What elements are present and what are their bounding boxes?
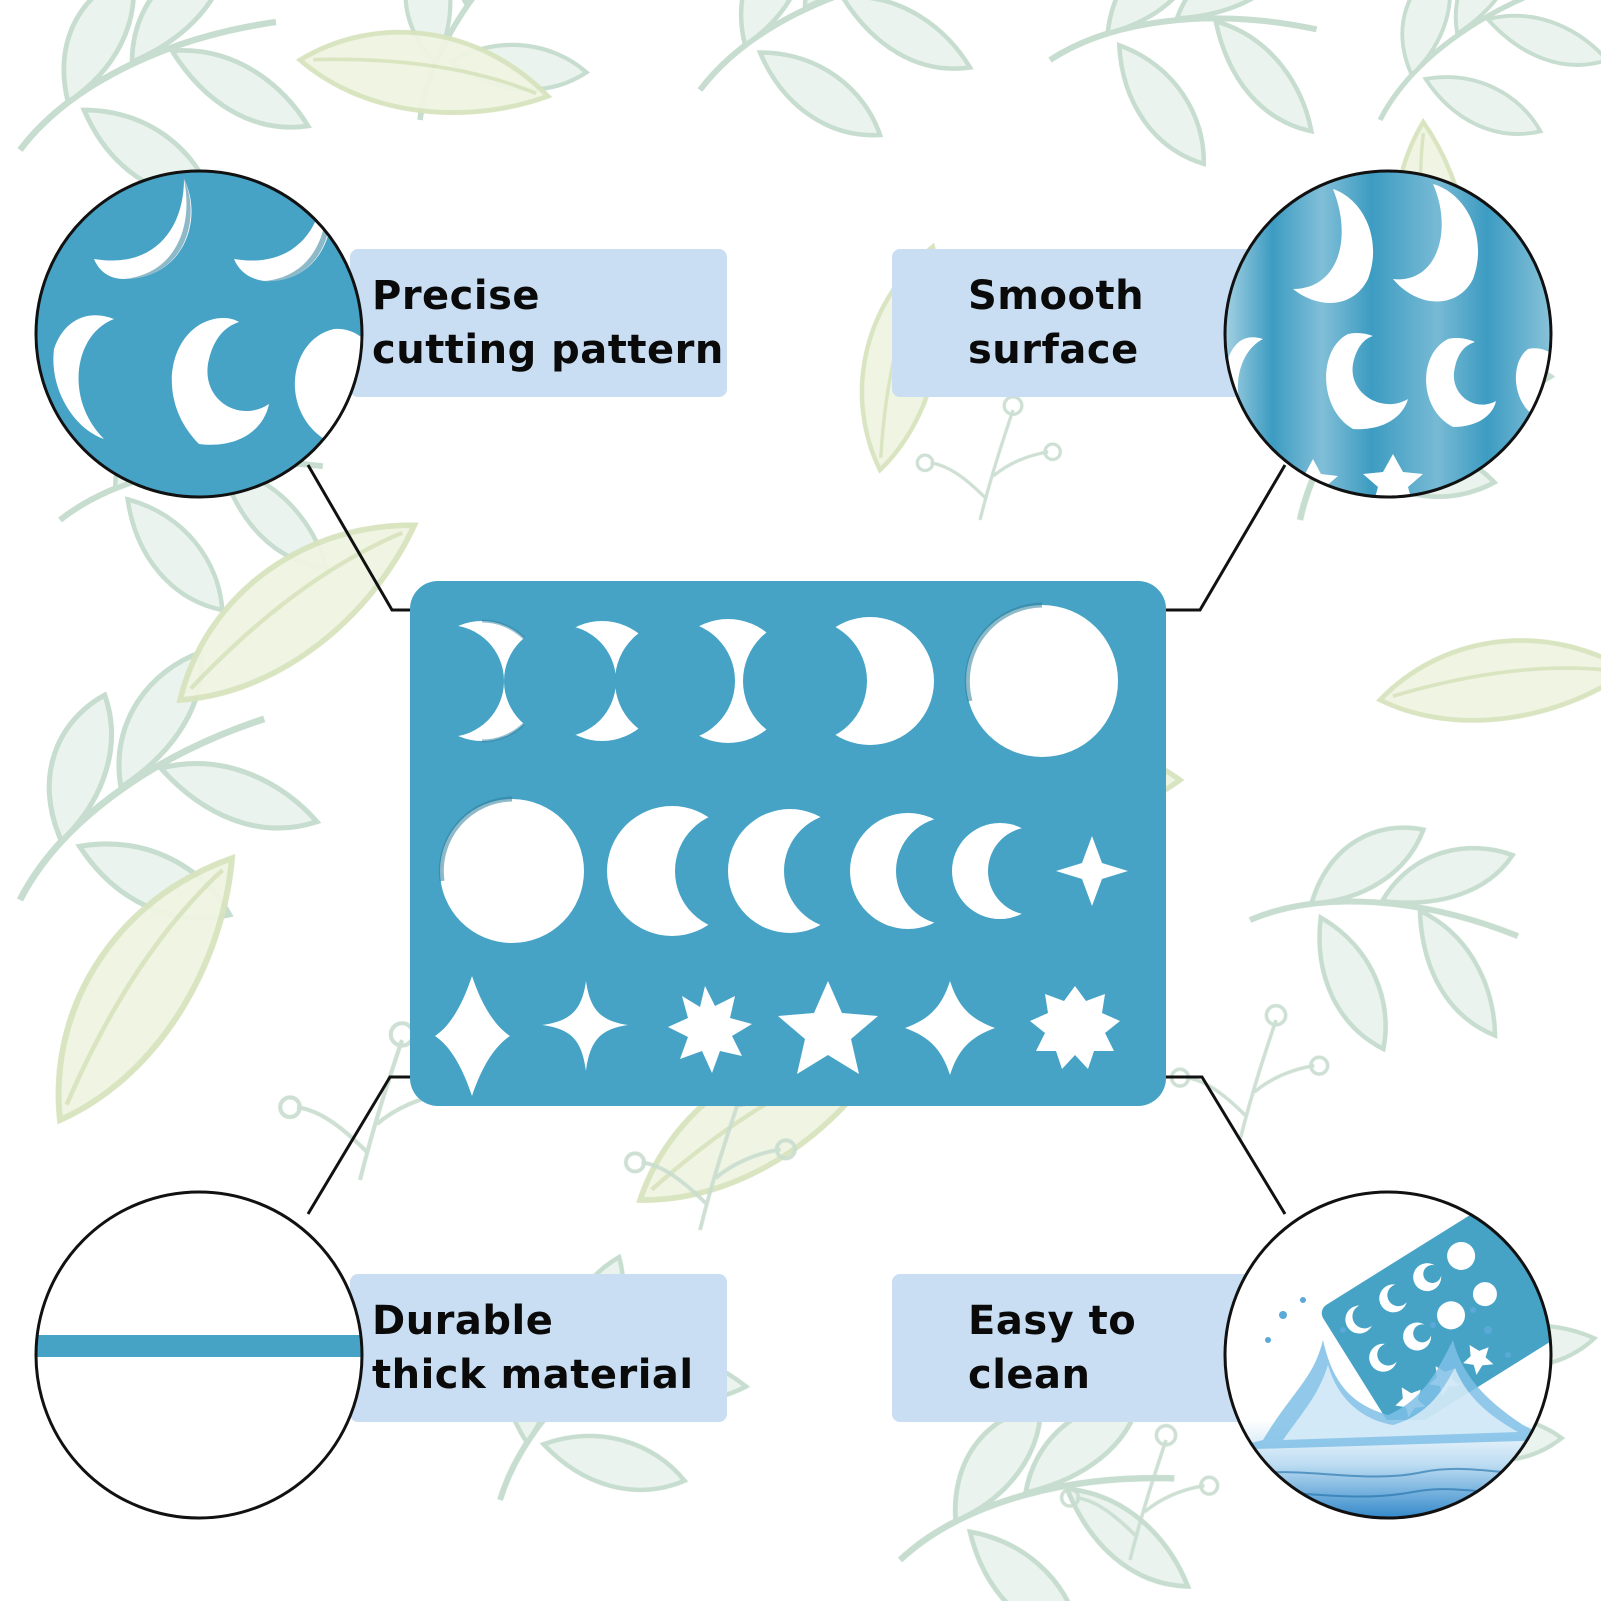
moon-gibbous-2-icon [743, 617, 934, 745]
glossy-moon-closeup-icon [1223, 169, 1553, 499]
feature-label-smooth: Smooth surface [892, 249, 1262, 397]
feature-text-smooth: Smooth surface [968, 269, 1144, 377]
feature-line: thick material [372, 1352, 694, 1398]
stencil-row-3 [435, 976, 1120, 1096]
four-point-star-2-icon [905, 981, 995, 1075]
moon-full-2-icon [438, 796, 584, 943]
stencil-water-splash-icon [1223, 1190, 1553, 1520]
feature-label-durable: Durable thick material [350, 1274, 727, 1422]
feature-line: Durable [372, 1298, 554, 1344]
connector-durable [306, 1075, 410, 1215]
connector-precise [306, 464, 410, 612]
feature-line: Smooth [968, 273, 1145, 319]
moon-phase-stencil [410, 581, 1166, 1106]
stencil-row-2 [438, 796, 1128, 943]
connector-smooth [1166, 464, 1287, 612]
crescent-moon-closeup-icon [34, 169, 364, 499]
feature-label-precise: Precise cutting pattern [350, 249, 727, 397]
material-thickness-cross-section-icon [34, 1190, 364, 1520]
starburst-icon [1030, 986, 1120, 1069]
diamond-star-icon [435, 976, 510, 1096]
feature-text-precise: Precise cutting pattern [372, 269, 724, 377]
five-point-star-icon [778, 981, 878, 1074]
feature-label-clean: Easy to clean [892, 1274, 1262, 1422]
moon-crescent-1-icon [410, 619, 544, 743]
feature-line: cutting pattern [372, 327, 724, 373]
four-point-star-1-icon [542, 981, 628, 1071]
connector-clean [1166, 1075, 1287, 1215]
feature-text-durable: Durable thick material [372, 1294, 694, 1402]
feature-text-clean: Easy to clean [968, 1294, 1136, 1402]
four-point-star-small-icon [1056, 836, 1128, 906]
moon-waning-4-icon [952, 823, 1076, 919]
moon-full-1-icon [964, 602, 1118, 757]
feature-line: clean [968, 1352, 1091, 1398]
stencil-row-1 [410, 602, 1118, 757]
feature-line: Precise [372, 273, 541, 319]
feature-line: surface [968, 327, 1139, 373]
feature-line: Easy to [968, 1298, 1137, 1344]
eight-point-star-icon [668, 986, 752, 1073]
